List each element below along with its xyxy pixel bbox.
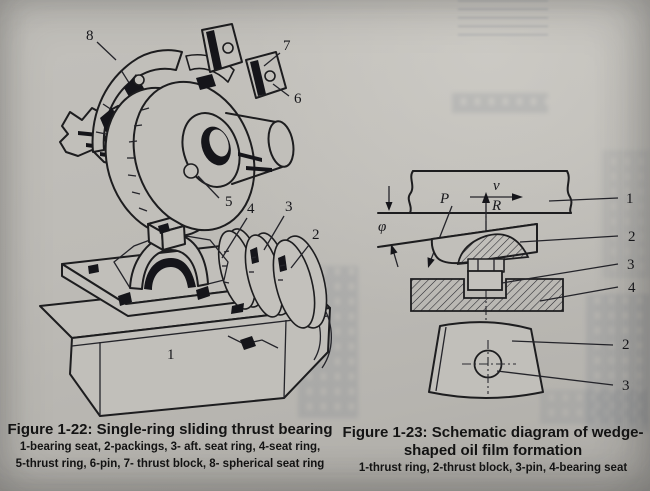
fig23-callout-2b: 2 — [622, 337, 630, 353]
fig23-callout-4: 4 — [628, 280, 636, 296]
fig23-velocity-arrow: v — [470, 178, 523, 201]
fig23-caption-sub: 1-thrust ring, 2-thrust block, 3-pin, 4-… — [358, 462, 628, 474]
fig22-callout-5: 5 — [225, 194, 233, 210]
fig22-illustration: 8 7 6 5 4 3 2 1 — [39, 23, 333, 417]
fig23-velocity-label: v — [493, 178, 500, 194]
fig22-thrust-ring-disc — [104, 74, 295, 244]
fig23-caption-title-line1: Figure 1-23: Schematic diagram of wedge- — [342, 424, 644, 441]
fig23-dome-and-pin — [456, 233, 530, 291]
fig23-bearing-seat-section — [410, 278, 564, 312]
fig23-callout-1: 1 — [626, 191, 634, 207]
fig22-caption-title: Figure 1-22: Single-ring sliding thrust … — [7, 421, 333, 438]
fig23-callouts-top: 1 2 3 4 — [501, 191, 636, 302]
fig23-callout-2: 2 — [628, 229, 636, 245]
fig22-callout-8: 8 — [86, 28, 94, 44]
fig22-callout-4: 4 — [247, 201, 255, 217]
fig23-angle-label: φ — [378, 219, 386, 235]
fig22-thrust-block-right — [245, 51, 287, 99]
fig23-thrust-block-front-view: 2 3 — [428, 321, 630, 399]
fig22-caption-line2: 5-thrust ring, 6-pin, 7- thrust block, 8… — [15, 458, 325, 470]
fig22-thrust-block-upper — [201, 23, 243, 73]
fig23-schematic: v R P φ — [377, 170, 636, 399]
fig22-callout-2: 2 — [312, 227, 320, 243]
fig23-callout-3b: 3 — [622, 378, 630, 394]
fig23-thrust-ring-bar — [377, 170, 573, 214]
fig22-saddle-and-shell — [113, 217, 229, 306]
fig22-seat-rings — [217, 228, 328, 329]
fig22-callout-7: 7 — [283, 38, 291, 54]
fig23-wedge-angle: φ — [378, 186, 399, 268]
fig23-pressure-label: P — [439, 191, 449, 207]
fig23-reaction-label: R — [491, 198, 501, 214]
fig22-caption-line1: 1-bearing seat, 2-packings, 3- aft. seat… — [19, 441, 321, 453]
fig22-callout-1: 1 — [167, 347, 175, 363]
fig23-caption: Figure 1-23: Schematic diagram of wedge-… — [338, 424, 648, 477]
fig23-callout-3: 3 — [627, 257, 635, 273]
fig23-caption-title-line2: shaped oil film formation — [403, 442, 583, 459]
fig22-callout-3: 3 — [285, 199, 293, 215]
fig22-callouts: 8 7 6 5 4 3 2 1 — [86, 28, 320, 363]
fig22-caption: Figure 1-22: Single-ring sliding thrust … — [2, 421, 338, 473]
fig22-callout-6: 6 — [294, 91, 302, 107]
